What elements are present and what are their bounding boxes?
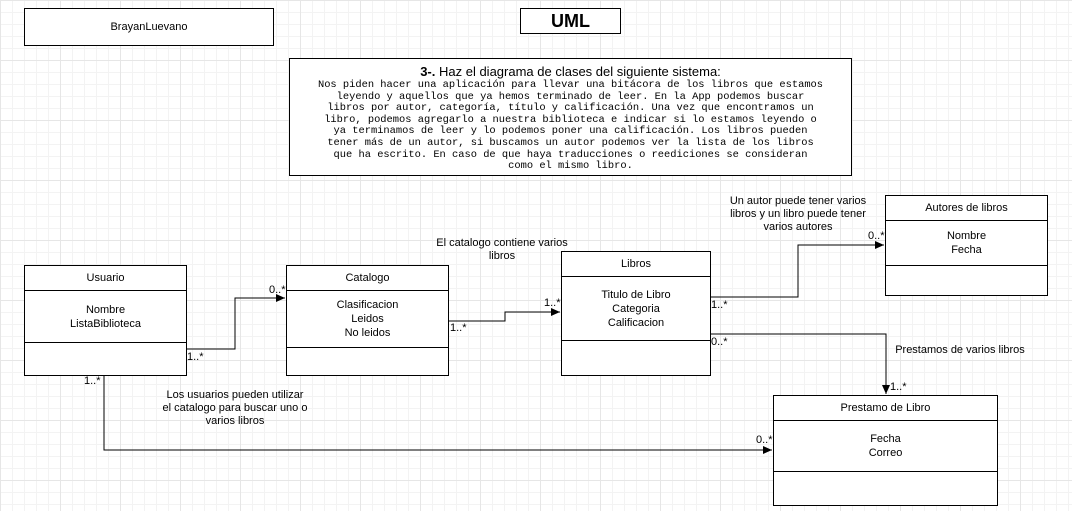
class-libros[interactable]: Libros Titulo de Libro Categoria Calific… <box>561 251 711 376</box>
task-line: Nos piden hacer una aplicación para llev… <box>317 79 824 91</box>
attribute: Nombre <box>946 230 987 242</box>
task-title-text: Haz el diagrama de clases del siguiente … <box>438 64 721 79</box>
multiplicity-label: 1..* <box>187 351 204 363</box>
multiplicity-label: 0..* <box>756 434 773 446</box>
task-line: como el mismo libro. <box>508 160 633 173</box>
class-attributes: Fecha Correo <box>774 421 997 472</box>
multiplicity-label: 1..* <box>450 322 467 334</box>
task-body: Nos piden hacer una aplicación para llev… <box>294 79 847 173</box>
libros-autores-connector <box>711 241 884 298</box>
usuario-catalogo-connector <box>186 294 285 350</box>
class-attributes: Nombre Fecha <box>886 221 1047 266</box>
class-operations <box>287 348 448 375</box>
multiplicity-label: 0..* <box>711 336 728 348</box>
class-name: Catalogo <box>287 266 448 291</box>
class-name: Autores de libros <box>886 196 1047 221</box>
note-line: Un autor puede tener varios <box>729 195 867 207</box>
task-statement-box: 3-. Haz el diagrama de clases del siguie… <box>289 58 852 176</box>
class-prestamo[interactable]: Prestamo de Libro Fecha Correo <box>773 395 998 506</box>
note-line: Prestamos de varios libros <box>895 344 1025 356</box>
class-operations <box>562 341 710 375</box>
task-title: 3-. Haz el diagrama de clases del siguie… <box>294 64 847 79</box>
class-autores[interactable]: Autores de libros Nombre Fecha <box>885 195 1048 296</box>
attribute: Fecha <box>951 244 982 256</box>
page-title: UML <box>551 10 590 31</box>
libros-prestamo-connector <box>711 333 890 394</box>
class-attributes: Clasificacion Leidos No leidos <box>287 291 448 348</box>
author-name: BrayanLuevano <box>110 21 188 33</box>
multiplicity-label: 1..* <box>84 375 101 387</box>
attribute: Categoria <box>612 302 660 315</box>
class-operations <box>25 343 186 375</box>
class-name: Libros <box>562 252 710 277</box>
class-name: Usuario <box>25 266 186 291</box>
note-usuarios-catalogo: Los usuarios pueden utilizar el catalogo… <box>155 389 315 428</box>
attribute: Titulo de Libro <box>601 288 671 301</box>
task-line: leyendo y aquellos que ya hemos terminad… <box>336 90 805 103</box>
attribute: Nombre <box>85 303 126 316</box>
attribute: No leidos <box>344 327 391 339</box>
multiplicity-label: 1..* <box>890 381 907 393</box>
note-line: Los usuarios pueden utilizar <box>166 389 304 401</box>
note-autor-libros: Un autor puede tener varios libros y un … <box>716 195 880 234</box>
multiplicity-label: 0..* <box>868 230 885 242</box>
note-line: El catalogo contiene varios <box>436 237 568 249</box>
class-usuario[interactable]: Usuario Nombre ListaBiblioteca <box>24 265 187 376</box>
attribute: ListaBiblioteca <box>70 317 141 330</box>
note-line: libros y un libro puede tener <box>730 208 866 220</box>
class-catalogo[interactable]: Catalogo Clasificacion Leidos No leidos <box>286 265 449 376</box>
catalogo-libros-connector <box>449 308 560 322</box>
uml-title-box: UML <box>520 8 621 34</box>
attribute: Calificacion <box>607 316 665 329</box>
multiplicity-label: 1..* <box>711 299 728 311</box>
note-line: varios libros <box>205 415 265 427</box>
note-prestamos: Prestamos de varios libros <box>888 344 1032 357</box>
task-line: libros por autor, categoría, título y ca… <box>327 102 814 115</box>
attribute: Correo <box>868 447 903 459</box>
class-operations <box>774 472 997 505</box>
note-line: libros <box>488 250 516 262</box>
note-catalogo-libros: El catalogo contiene varios libros <box>418 237 586 263</box>
class-attributes: Titulo de Libro Categoria Calificacion <box>562 277 710 341</box>
class-name: Prestamo de Libro <box>774 396 997 421</box>
note-line: varios autores <box>763 221 833 233</box>
author-name-box: BrayanLuevano <box>24 8 274 46</box>
task-number: 3-. <box>420 64 436 79</box>
note-line: el catalogo para buscar uno o <box>162 402 308 414</box>
task-line: que ha escrito. En caso de que haya trad… <box>333 148 808 161</box>
task-line: ya terminamos de leer y lo podemos poner… <box>333 125 808 138</box>
class-operations <box>886 266 1047 295</box>
task-line: tener más de un autor, si buscamos un au… <box>327 136 814 149</box>
class-attributes: Nombre ListaBiblioteca <box>25 291 186 343</box>
attribute: Clasificacion <box>336 299 399 311</box>
multiplicity-label: 0..* <box>269 284 286 296</box>
attribute: Leidos <box>351 313 384 325</box>
attribute: Fecha <box>870 433 901 445</box>
task-line: libro, podemos agregarlo a nuestra bibli… <box>324 113 817 126</box>
multiplicity-label: 1..* <box>544 297 561 309</box>
usuario-prestamo-connector <box>103 376 772 454</box>
